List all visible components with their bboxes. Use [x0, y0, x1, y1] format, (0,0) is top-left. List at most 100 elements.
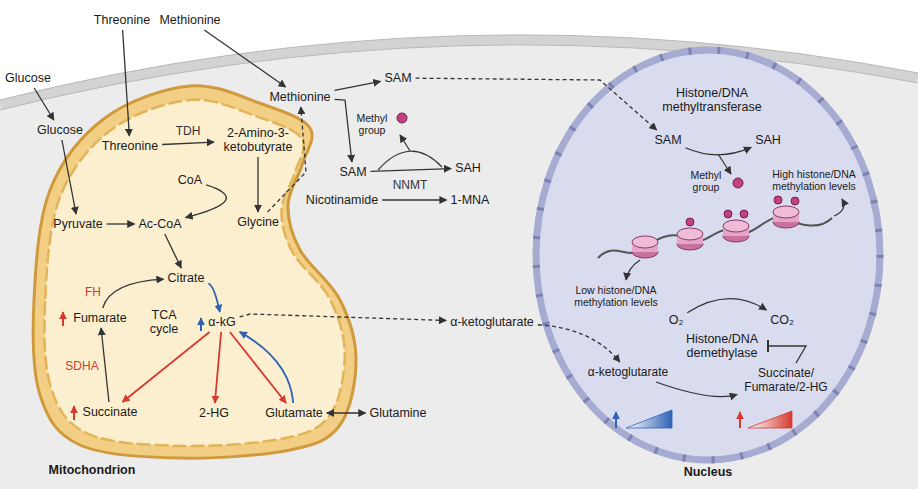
node-text: Ac-CoA [138, 217, 181, 231]
metabolite-label: SAH [453, 160, 483, 176]
metabolite-label: α-ketoglutarate [448, 314, 536, 330]
reaction-arrow [165, 234, 181, 268]
node-text: SAM [384, 71, 411, 85]
nucleosome [773, 206, 799, 228]
node-text: Fumarate [73, 311, 127, 325]
metabolite-label: Histone/DNA demethylase [678, 331, 766, 361]
metabolite-label: Glucose [3, 70, 53, 86]
note-label: Methyl group [350, 112, 394, 136]
node-text: Threonine [102, 139, 158, 153]
metabolite-label: Threonine [92, 12, 152, 28]
node-text: SAM [339, 165, 366, 179]
reaction-arrow [240, 332, 294, 403]
node-text: Glutamine [370, 406, 427, 420]
node-text: SAM [654, 133, 681, 147]
node-text: α-kG [208, 315, 235, 329]
metabolite-label: SAM [652, 132, 683, 148]
node-text: Glucose [37, 123, 83, 137]
reaction-arrow [208, 284, 219, 312]
increase-arrow [615, 412, 617, 428]
reaction-arrow [382, 199, 446, 200]
node-text: 1-MNA [451, 193, 490, 207]
node-text: SAH [755, 133, 781, 147]
increase-arrow [200, 318, 202, 331]
dna-strand [598, 217, 832, 258]
reaction-arrow [204, 30, 285, 87]
enzyme-label: NNMT [391, 179, 430, 192]
node-text: Methionine [269, 90, 330, 104]
reaction-arrow [122, 332, 209, 402]
note-label: Histone/DNA methyltransferase [647, 86, 777, 114]
methyl-arrow [400, 135, 410, 151]
organelle-name: Mitochondrion [49, 463, 136, 477]
node-text: SAH [455, 161, 481, 175]
metabolite-label: SAM [382, 70, 413, 86]
reaction-arrow [107, 223, 135, 224]
note-label: High histone/DNA methylation levels [764, 168, 864, 192]
reaction-arrow [34, 88, 54, 120]
nuclear-pores [536, 50, 880, 460]
inner-membrane [44, 100, 344, 446]
metabolite-label: CO₂ [768, 312, 796, 328]
node-text: Glycine [237, 215, 279, 229]
metabolite-label: α-kG [206, 314, 237, 330]
enzyme-label: SDHA [63, 360, 100, 373]
metabolite-label: Succinate/ Fumarate/2-HG [739, 365, 833, 395]
node-text: O₂ [669, 313, 684, 327]
metabolite-label: CoA [176, 172, 204, 188]
enzyme-label: TDH [174, 125, 203, 138]
metabolite-label: Citrate [166, 270, 207, 286]
level-ramp [748, 411, 792, 428]
methyl-transfer-arc [378, 151, 442, 170]
reaction-arrow [268, 107, 306, 212]
metabolite-label: Nicotinamide [304, 192, 380, 208]
metabolite-label: Ac-CoA [136, 216, 183, 232]
increase-arrow [62, 312, 64, 326]
node-text: Succinate/ Fumarate/2-HG [741, 366, 831, 394]
metabolite-label: SAM [337, 164, 368, 180]
reaction-arrow [62, 140, 76, 214]
note-label: Low histone/DNA methylation levels [566, 284, 666, 308]
reaction-arrow [103, 279, 164, 308]
reaction-arrow [538, 325, 620, 362]
metabolite-label: 1-MNA [449, 192, 492, 208]
node-text: CoA [178, 173, 202, 187]
nucleosome [677, 228, 703, 250]
node-text: Succinate [83, 405, 138, 419]
node-text: Histone/DNA demethylase [680, 332, 764, 360]
nucleosome [723, 220, 749, 242]
inhibition-connector [768, 346, 806, 363]
reaction-arrow [327, 412, 366, 413]
reaction-arrow [416, 78, 657, 130]
increase-arrow [739, 412, 741, 428]
outer-membrane [33, 86, 356, 458]
cytoplasm [0, 40, 918, 489]
nucleosome [632, 236, 658, 258]
metabolite-label: SAH [753, 132, 783, 148]
organelle-name: Nucleus [684, 465, 733, 479]
nuclear-envelope [536, 50, 880, 460]
increase-arrow [73, 406, 75, 420]
reaction-arrow [123, 30, 130, 136]
note-label: Methyl group [684, 169, 728, 193]
leader-arrow [834, 199, 844, 216]
reaction-arrow [186, 185, 227, 218]
metabolite-label: Succinate [81, 404, 140, 420]
reaction-arrow [371, 169, 452, 172]
node-text: 2-Amino-3-ketobutyrate [218, 126, 298, 154]
metabolite-label: Glutamate [263, 405, 325, 421]
reaction-arrow [335, 81, 381, 90]
reaction-arrow [101, 328, 109, 402]
metabolite-label: Fumarate [71, 310, 129, 326]
leader-arrow [626, 260, 640, 280]
node-text: Glutamate [265, 406, 323, 420]
metabolite-label: O₂ [667, 312, 686, 328]
metabolite-label: Threonine [100, 138, 160, 154]
node-text: CO₂ [770, 313, 794, 327]
node-text: 2-HG [199, 406, 229, 420]
node-text: Threonine [94, 13, 150, 27]
node-text: Nicotinamide [306, 193, 378, 207]
reaction-arrow [335, 99, 352, 162]
metabolite-label: 2-Amino-3-ketobutyrate [216, 125, 300, 155]
